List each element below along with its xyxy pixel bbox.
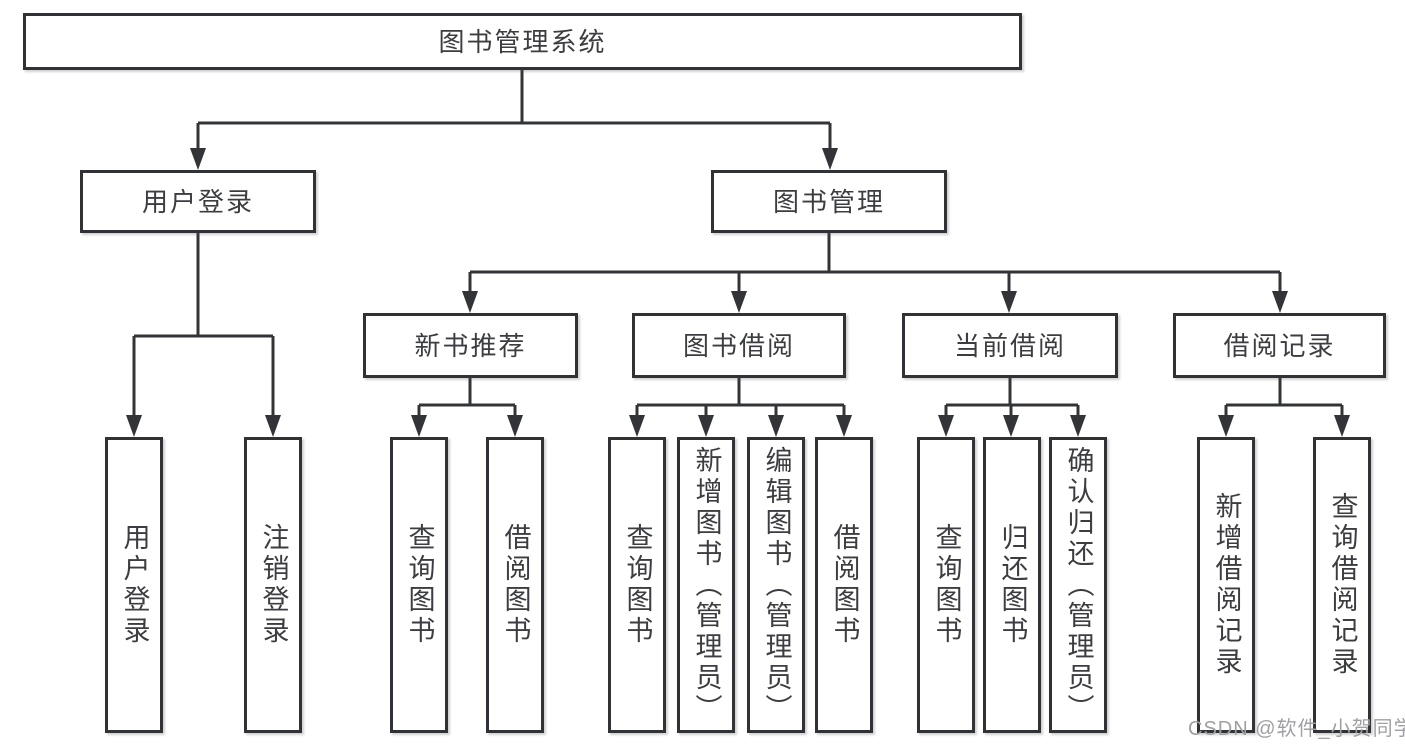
node-label: 归还图书 — [997, 523, 1028, 647]
node-label: 查询图书 — [931, 523, 962, 647]
connector-path — [132, 70, 1344, 417]
leaf-user-login: 用户登录 — [105, 437, 163, 733]
leaf-recommend-borrow-book: 借阅图书 — [486, 437, 544, 733]
leaf-borrow-add-book-admin: 新增图书（管理员） — [677, 437, 735, 733]
node-label: 图书管理系统 — [438, 26, 607, 57]
leaf-recommend-query-book: 查询图书 — [390, 437, 448, 733]
node-label: 确认归还（管理员） — [1063, 445, 1094, 725]
node-label: 查询图书 — [404, 523, 435, 647]
node-label: 查询图书 — [622, 523, 653, 647]
node-label: 借阅图书 — [500, 523, 531, 647]
leaf-records-query-record: 查询借阅记录 — [1313, 437, 1371, 733]
leaf-borrow-borrow-book: 借阅图书 — [815, 437, 873, 733]
node-label: 借阅记录 — [1223, 330, 1336, 361]
node-book-borrowing: 图书借阅 — [632, 313, 846, 378]
node-label: 当前借阅 — [953, 330, 1066, 361]
node-label: 注销登录 — [258, 523, 289, 647]
arrowheads — [126, 148, 1350, 437]
node-new-book-recommend: 新书推荐 — [363, 313, 578, 378]
node-label: 新增借阅记录 — [1211, 492, 1242, 678]
node-label: 新增图书（管理员） — [691, 445, 722, 725]
leaf-current-confirm-return-admin: 确认归还（管理员） — [1049, 437, 1107, 733]
leaf-current-return-book: 归还图书 — [983, 437, 1041, 733]
node-library-management-system: 图书管理系统 — [23, 13, 1022, 70]
node-label: 编辑图书（管理员） — [761, 445, 792, 725]
node-book-management: 图书管理 — [711, 170, 947, 233]
leaf-borrow-edit-book-admin: 编辑图书（管理员） — [747, 437, 805, 733]
leaf-current-query-book: 查询图书 — [917, 437, 975, 733]
leaf-records-add-record: 新增借阅记录 — [1197, 437, 1255, 733]
leaf-borrow-query-book: 查询图书 — [608, 437, 666, 733]
node-label: 借阅图书 — [829, 523, 860, 647]
leaf-logout: 注销登录 — [244, 437, 302, 733]
node-borrowing-records: 借阅记录 — [1173, 313, 1386, 378]
node-current-borrowing: 当前借阅 — [902, 313, 1118, 378]
watermark: CSDN @软件_小贺同学 — [1188, 718, 1405, 740]
node-label: 图书借阅 — [682, 330, 795, 361]
node-label: 用户登录 — [119, 523, 150, 647]
node-label: 图书管理 — [772, 186, 885, 217]
node-user-login: 用户登录 — [80, 170, 316, 233]
node-label: 新书推荐 — [414, 330, 527, 361]
node-label: 查询借阅记录 — [1327, 492, 1358, 678]
node-label: 用户登录 — [141, 186, 254, 217]
